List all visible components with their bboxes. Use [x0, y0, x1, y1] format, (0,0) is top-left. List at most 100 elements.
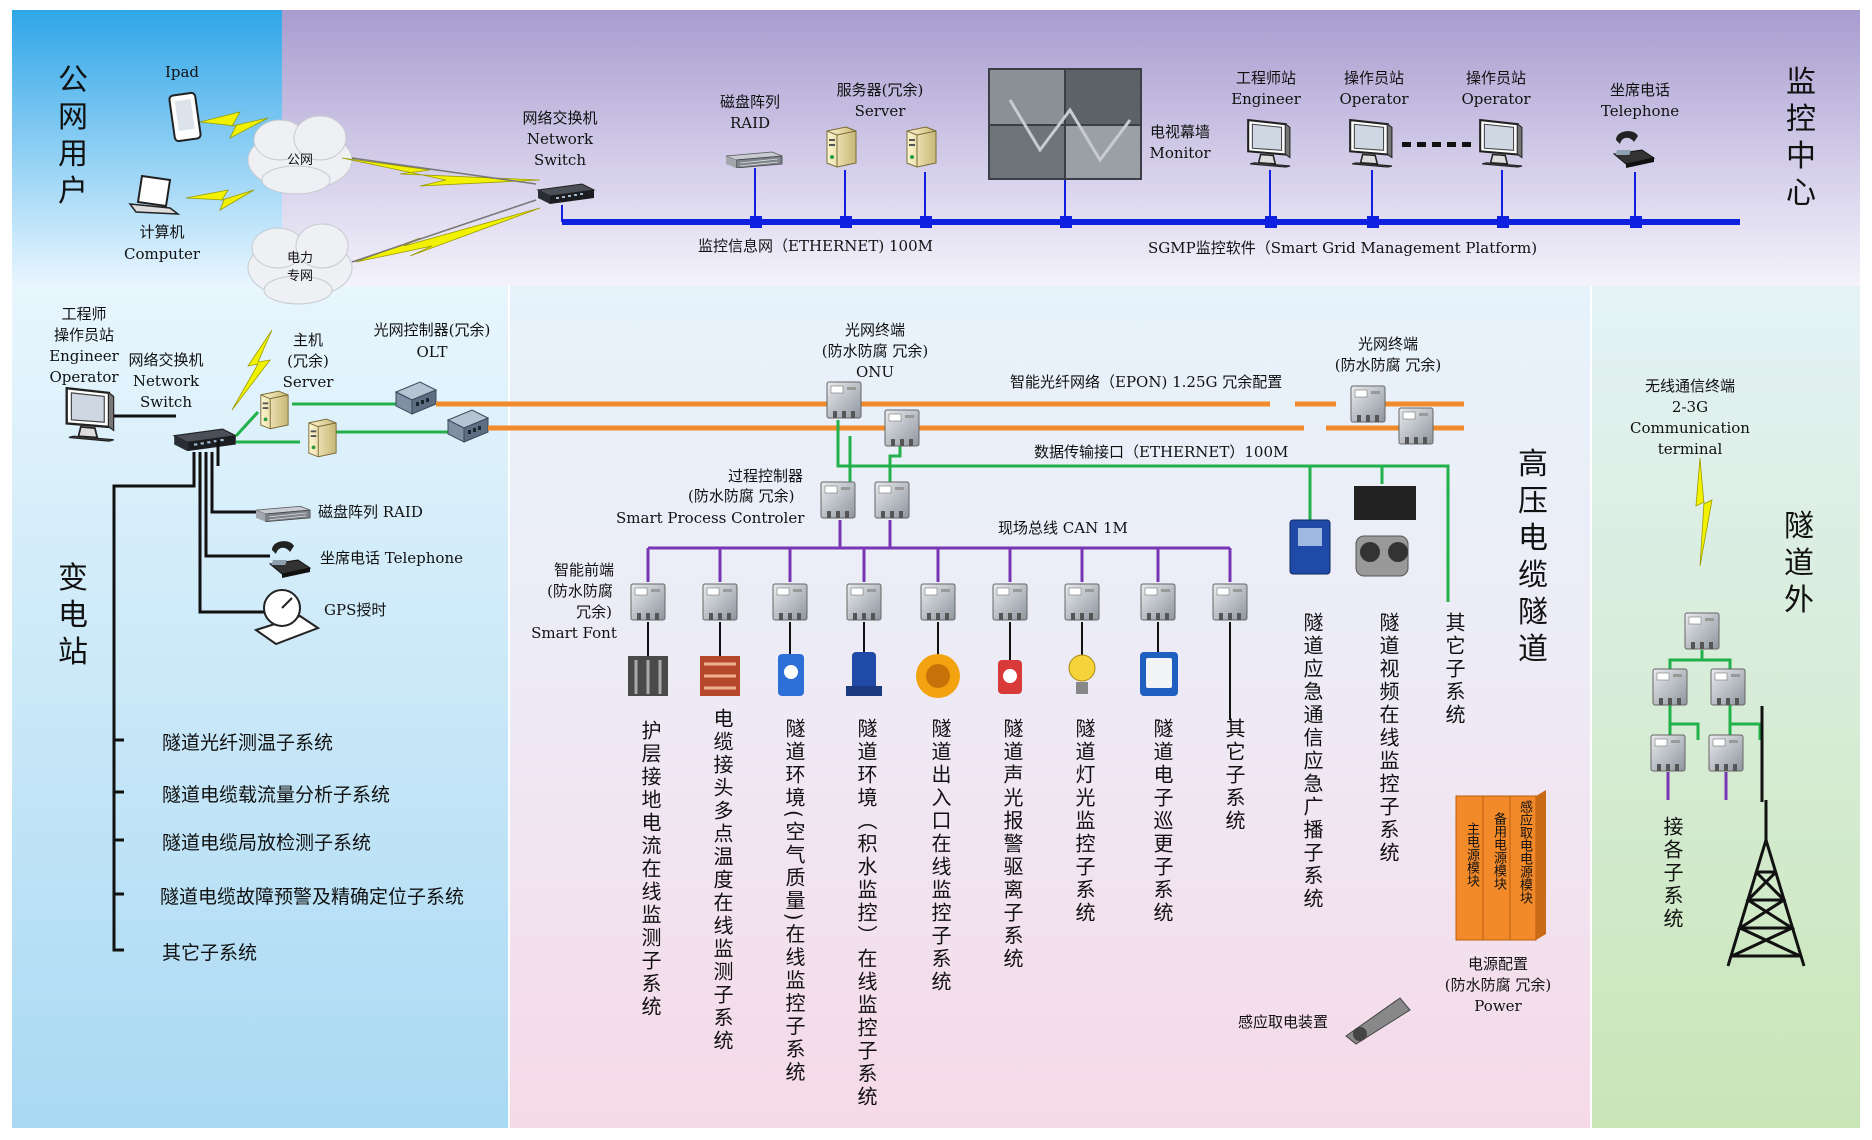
front-end-icon-9 [1212, 583, 1248, 621]
tunnel-subsystem-4: 隧道环境（积水监控）在线监控子系统 [854, 718, 878, 1109]
tunnel-right-subsystem-1: 隧道应急通信应急广播子系统 [1300, 612, 1324, 911]
region-title-tunnel: 高压电缆隧道 [1518, 447, 1548, 667]
ipad-label: Ipad [164, 63, 200, 81]
grounding-sensor-icon [628, 656, 668, 696]
monitor-raid-label-2: RAID [729, 114, 771, 132]
front-label-2: (防水防腐 [547, 582, 613, 600]
ipad-icon [168, 91, 202, 143]
power-cloud [247, 223, 353, 305]
onu2-label-1: 光网终端 [1357, 335, 1419, 353]
monitor-raid-label-1: 磁盘阵列 [719, 93, 781, 111]
host-server-icon [260, 390, 289, 430]
front-end-icon-5 [920, 583, 956, 621]
region-title-substation: 变电站 [58, 561, 88, 670]
engineer-label-1: 工程师站 [1235, 69, 1297, 87]
controller-icon-2 [874, 481, 910, 519]
tv-wall-label-2: Monitor [1149, 144, 1211, 162]
operator2-label-1: 操作员站 [1465, 69, 1527, 87]
tunnel-ethernet-label: 数据传输接口（ETHERNET）100M [1034, 443, 1289, 461]
radio-tower-icon [1726, 800, 1806, 967]
controller-label-3: Smart Process Controler [616, 509, 805, 527]
monitor-switch-label-1: 网络交换机 [522, 109, 598, 127]
controller-icon [820, 481, 856, 519]
entrance-sensor-icon [916, 654, 960, 698]
induction-label: 感应取电装置 [1238, 1013, 1329, 1031]
monitor-server-label-2: Server [854, 102, 906, 120]
sub-switch-label-1: 网络交换机 [128, 351, 204, 369]
internet-cloud [247, 115, 353, 195]
tunnel-subsystem-1: 护层接地电流在线监测子系统 [638, 720, 662, 1019]
cable-joint-sensor-icon [700, 656, 740, 696]
onu-label-2: (防水防腐 冗余) [821, 342, 929, 360]
power-cloud-label-2: 专网 [286, 269, 314, 284]
onu-icon [826, 381, 862, 419]
power-label-3: Power [1474, 997, 1522, 1015]
monitor-telephone-label-1: 坐席电话 [1609, 81, 1671, 99]
outside-node-icon-4 [1708, 734, 1744, 772]
outside-purple-lines [1666, 772, 1728, 800]
monitor-telephone-label-2: Telephone [1600, 102, 1680, 120]
sub-subsystem-2: 隧道电缆载流量分析子系统 [162, 784, 391, 806]
onu-label-1: 光网终端 [844, 321, 906, 339]
wireless-label-1: 无线通信终端 [1644, 377, 1736, 395]
front-end-icon-8 [1140, 583, 1176, 621]
sub-engineer-label-1: 工程师 [61, 305, 107, 323]
power-label-1: 电源配置 [1467, 955, 1529, 973]
can-bus-lines [646, 520, 1232, 582]
computer-label-cn: 计算机 [139, 223, 185, 241]
monitor-network-label: 监控信息网（ETHERNET) 100M [698, 237, 933, 255]
host-label-2: (冗余) [287, 352, 329, 370]
host-links [234, 402, 452, 444]
region-public [12, 10, 282, 286]
sub-subsystem-5: 其它子系统 [162, 942, 258, 964]
sub-telephone-label: 坐席电话 Telephone [320, 549, 463, 567]
computer-label-en: Computer [123, 245, 201, 263]
monitor-server-label-1: 服务器(冗余) [836, 81, 924, 99]
gps-icon [253, 589, 321, 646]
tv-wall-icon [988, 68, 1142, 180]
alarm-icon [998, 660, 1022, 694]
front-label-4: Smart Font [531, 624, 617, 642]
power-cloud-label-1: 电力 [286, 251, 314, 266]
sub-subsystem-4: 隧道电缆故障预警及精确定位子系统 [160, 886, 465, 908]
monitor-server-icon [826, 126, 857, 168]
sub-switch-label-3: Switch [139, 393, 193, 411]
wireless-label-2: 2-3G [1671, 398, 1709, 416]
wireless-label-3: Communication [1630, 419, 1750, 437]
operator2-label-2: Operator [1461, 90, 1531, 108]
substation-star-lines [112, 440, 276, 952]
power-label-2: (防水防腐 冗余) [1444, 976, 1552, 994]
induction-device-icon [1345, 997, 1411, 1045]
controller-label-2: (防水防腐 冗余) [688, 487, 795, 505]
olt-label-2: OLT [416, 343, 448, 361]
front-end-icon-1 [630, 583, 666, 621]
host-server-icon-2 [308, 418, 337, 458]
tunnel-subsystem-7: 隧道灯光监控子系统 [1072, 718, 1096, 925]
public-to-switch-line [351, 157, 537, 185]
operator1-label-1: 操作员站 [1343, 69, 1405, 87]
front-end-icon-6 [992, 583, 1028, 621]
front-end-icon-7 [1064, 583, 1100, 621]
monitor-switch-label-3: Switch [533, 151, 587, 169]
onu-right-icon-2 [1398, 407, 1434, 445]
sub-switch-label-2: Network [132, 372, 200, 390]
outside-node-icon-2 [1710, 668, 1746, 706]
outside-terminal-icon [1684, 612, 1720, 650]
region-outside [1592, 286, 1860, 1128]
operator-ellipsis [1402, 142, 1471, 147]
tunnel-right-subsystem-3: 其它子系统 [1442, 612, 1466, 727]
sgmp-label: SGMP监控软件（Smart Grid Management Platform) [1148, 239, 1538, 257]
controller-label-1: 过程控制器 [728, 467, 804, 485]
tunnel-subsystem-9: 其它子系统 [1222, 718, 1246, 833]
monitor-drop-lines [561, 168, 1636, 222]
light-bulb-icon [1068, 654, 1096, 694]
patrol-reader-icon [1140, 652, 1178, 696]
water-pump-icon [846, 652, 882, 696]
air-quality-sensor-icon [778, 654, 804, 696]
olt-label-1: 光网控制器(冗余) [373, 321, 491, 339]
power-module-backup: 备用电源模块 [1491, 812, 1506, 890]
monitor-bus-nodes [750, 216, 1642, 228]
tunnel-subsystem-6: 隧道声光报警驱离子系统 [1000, 718, 1024, 971]
front-label-3: 冗余) [576, 603, 612, 621]
